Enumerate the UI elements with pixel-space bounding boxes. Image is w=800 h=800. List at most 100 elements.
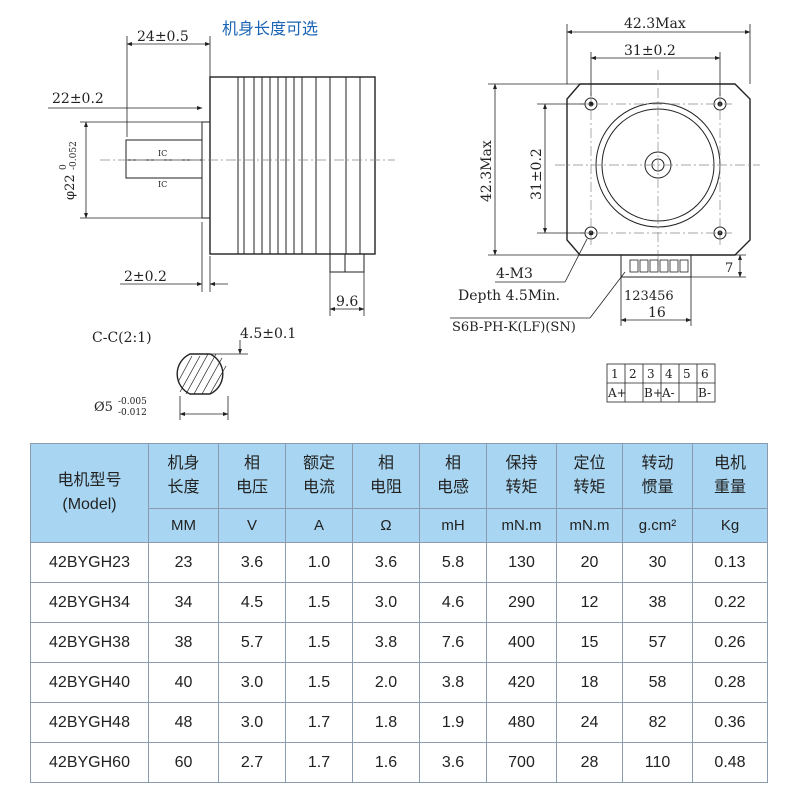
dim-9-6: 9.6 <box>336 294 358 310</box>
table-cell: 60 <box>148 742 219 783</box>
hole-note: 4-M3 <box>496 266 533 282</box>
col-header-rated-current: 额定电流 <box>285 443 353 509</box>
table-cell: 23 <box>148 542 219 583</box>
front-flange <box>201 121 211 219</box>
dim-5-tol-upper: -0.005 <box>118 397 147 407</box>
connector-width: 16 <box>648 305 666 321</box>
technical-drawing: IC IC 24±0.5 机身长度可选 22±0.2 φ22 0 -0.052 … <box>48 16 760 420</box>
motor-body-outline <box>209 76 376 255</box>
table-cell: 2.7 <box>218 742 286 783</box>
col-header-motor-weight: 电机重量 <box>692 443 768 509</box>
table-cell: 420 <box>486 662 557 703</box>
table-cell: 480 <box>486 702 557 743</box>
dim-width-max: 42.3Max <box>624 16 686 32</box>
pinout-table: 1 2 3 4 5 6 A+ B+ A- B- <box>606 363 716 403</box>
table-cell: 400 <box>486 622 557 663</box>
pin-signal-4: A- <box>661 386 675 400</box>
table-cell: 20 <box>556 542 623 583</box>
table-cell: 12 <box>556 582 623 623</box>
col-header-phase-inductance: 相电感 <box>419 443 487 509</box>
pin-number-2: 2 <box>629 367 637 381</box>
dim-5-tol-lower: -0.012 <box>118 408 147 418</box>
pin-number-6: 6 <box>701 367 709 381</box>
table-cell: 18 <box>556 662 623 703</box>
dim-4-5: 4.5±0.1 <box>240 326 296 342</box>
table-cell: 1.0 <box>285 542 353 583</box>
table-cell: 58 <box>622 662 693 703</box>
unit-rated-current: A <box>285 508 353 543</box>
dim-shaft-tol-lower: -0.052 <box>69 141 79 170</box>
model-cell: 42BYGH60 <box>30 742 149 783</box>
body-length-note: 机身长度可选 <box>222 19 318 38</box>
table-cell: 0.13 <box>692 542 768 583</box>
table-cell: 700 <box>486 742 557 783</box>
side-connector <box>329 253 365 273</box>
table-cell: 3.6 <box>419 742 487 783</box>
table-cell: 3.0 <box>218 702 286 743</box>
col-header-detent-torque: 定位转矩 <box>556 443 623 509</box>
table-cell: 1.9 <box>419 702 487 743</box>
table-cell: 15 <box>556 622 623 663</box>
table-cell: 110 <box>622 742 693 783</box>
front-view: 42.3Max 31±0.2 42.3Max 31±0.2 4-M3 Depth… <box>450 16 760 335</box>
side-view: IC IC 24±0.5 机身长度可选 22±0.2 φ22 0 -0.052 … <box>48 19 395 316</box>
table-cell: 28 <box>556 742 623 783</box>
pin-signal-1: A+ <box>607 386 627 400</box>
table-cell: 3.8 <box>352 622 420 663</box>
table-cell: 1.7 <box>285 702 353 743</box>
connector-height: 7 <box>725 261 733 276</box>
table-cell: 3.8 <box>419 662 487 703</box>
table-cell: 30 <box>622 542 693 583</box>
dim-5: Ø5 <box>94 400 113 415</box>
dim-hole-pitch-v: 31±0.2 <box>529 148 545 200</box>
table-cell: 1.5 <box>285 582 353 623</box>
table-cell: 34 <box>148 582 219 623</box>
table-cell: 5.8 <box>419 542 487 583</box>
col-header-body-length: 机身长度 <box>148 443 219 509</box>
table-cell: 48 <box>148 702 219 743</box>
dim-hole-pitch-h: 31±0.2 <box>624 43 676 59</box>
dim-shaft-dia: φ22 <box>63 174 78 200</box>
table-cell: 7.6 <box>419 622 487 663</box>
table-cell: 57 <box>622 622 693 663</box>
dim-height-max: 42.3Max <box>479 140 495 202</box>
table-cell: 0.28 <box>692 662 768 703</box>
unit-rotor-inertia: g.cm² <box>622 508 693 543</box>
table-cell: 0.48 <box>692 742 768 783</box>
mounting-holes <box>584 97 727 240</box>
table-cell: 82 <box>622 702 693 743</box>
ic-mark-bottom: IC <box>158 180 167 189</box>
table-cell: 1.6 <box>352 742 420 783</box>
hole-depth-note: Depth 4.5Min. <box>458 288 560 304</box>
table-cell: 0.22 <box>692 582 768 623</box>
table-cell: 290 <box>486 582 557 623</box>
table-cell: 24 <box>556 702 623 743</box>
front-connector <box>620 254 692 278</box>
col-header-rotor-inertia: 转动惯量 <box>622 443 693 509</box>
pin-number-1: 1 <box>611 367 619 381</box>
section-view: C-C(2:1) 4.5±0.1 Ø5 -0.005 -0.012 <box>92 326 296 420</box>
table-cell: 130 <box>486 542 557 583</box>
pin-number-4: 4 <box>665 367 673 381</box>
table-cell: 38 <box>148 622 219 663</box>
table-cell: 3.6 <box>218 542 286 583</box>
model-cell: 42BYGH48 <box>30 702 149 743</box>
unit-phase-voltage: V <box>218 508 286 543</box>
table-cell: 3.0 <box>218 662 286 703</box>
dim-24: 24±0.5 <box>137 29 189 45</box>
section-title: C-C(2:1) <box>92 330 152 346</box>
table-cell: 4.6 <box>419 582 487 623</box>
table-cell: 38 <box>622 582 693 623</box>
model-cell: 42BYGH23 <box>30 542 149 583</box>
table-cell: 40 <box>148 662 219 703</box>
table-cell: 0.26 <box>692 622 768 663</box>
table-cell: 1.5 <box>285 622 353 663</box>
model-cell: 42BYGH34 <box>30 582 149 623</box>
table-cell: 5.7 <box>218 622 286 663</box>
